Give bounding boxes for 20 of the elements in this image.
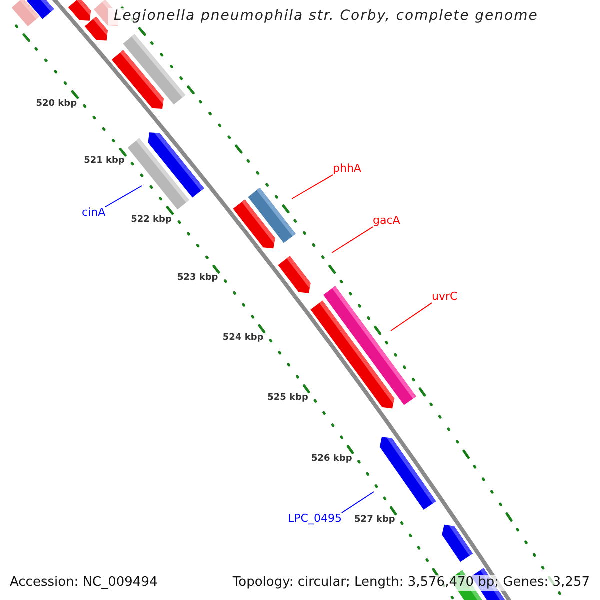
gene-name: cinA (82, 207, 106, 220)
scale-label: 521 kbp (84, 157, 125, 168)
scale-label: 526 kbp (311, 454, 352, 465)
scale-label: 522 kbp (131, 216, 172, 226)
leader-line (292, 174, 334, 200)
leader-line (390, 302, 432, 332)
info-text: Topology: circular; Length: 3,576,470 bp; Genes: 3,257 (232, 575, 590, 592)
gene-name: LPC_0495 (288, 513, 342, 526)
scale-label: 524 kbp (222, 334, 264, 344)
scale-label: 523 kbp (177, 274, 218, 284)
scale-label: 525 kbp (268, 394, 308, 404)
info-text: Accession: NC_009494 (10, 575, 158, 592)
leader-line (332, 226, 374, 254)
leader-line (105, 186, 142, 208)
gene-name: uvrC (432, 291, 458, 304)
scale-label: 527 kbp (354, 516, 396, 526)
gene-name: phhA (333, 163, 362, 176)
gene-name: gacA (373, 215, 400, 228)
scale-label: 520 kbp (36, 100, 78, 110)
leader-line (341, 492, 374, 514)
